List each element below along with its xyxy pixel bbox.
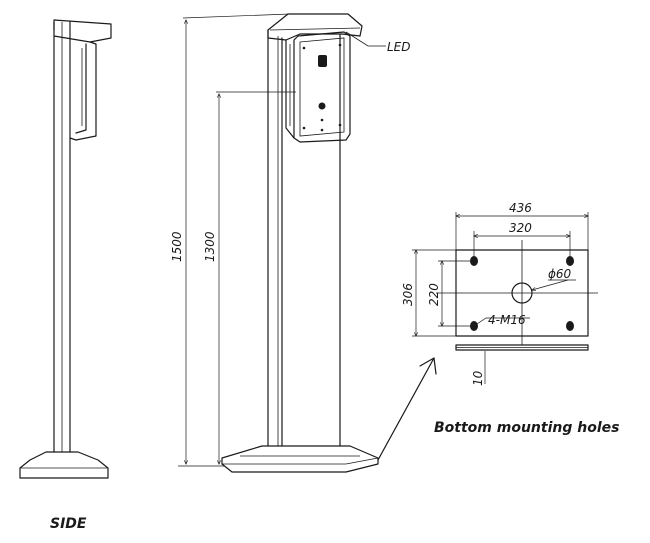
dim-base-depth: 306 [401, 283, 415, 306]
side-view [19, 19, 112, 479]
mount-hole [566, 256, 574, 266]
dim-hole-spacing-x: 320 [509, 221, 532, 235]
front-view: LED [221, 13, 411, 473]
bottom-holes-label: Bottom mounting holes [434, 420, 619, 436]
led-dot-icon [318, 55, 327, 67]
center-hole-label: ϕ60 [548, 267, 572, 281]
hole-spec-label: 4-M16 [488, 313, 526, 327]
dim-base-width: 436 [509, 201, 532, 215]
dimension-total-height: 1500 [170, 13, 291, 467]
dimension-panel-height: 1300 [203, 91, 296, 464]
led-label: LED [387, 40, 411, 54]
mount-hole [566, 321, 574, 331]
base-plate-view: 436 320 306 220 ϕ60 4-M16 10 [401, 201, 598, 386]
dim-hole-spacing-y: 220 [427, 283, 441, 306]
dim-base-thickness: 10 [471, 370, 485, 386]
mount-hole [470, 256, 478, 266]
dim-panel-height: 1300 [203, 231, 217, 262]
dim-total-height: 1500 [170, 231, 184, 262]
arrow-icon [377, 357, 437, 461]
side-label: SIDE [50, 516, 87, 532]
